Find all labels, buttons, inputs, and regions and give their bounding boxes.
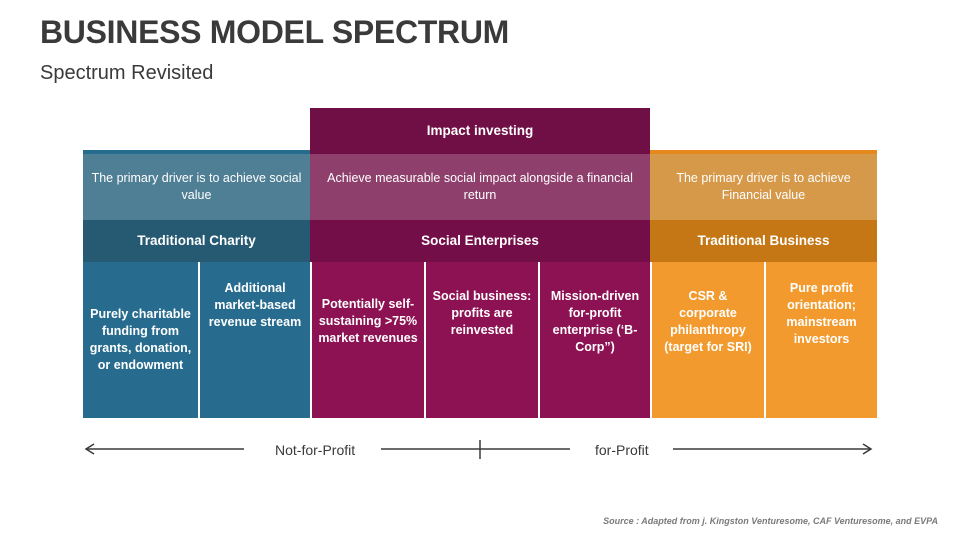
right-arrow-icon [673,443,873,455]
social-enterprise-item-1: Potentially self-sustaining >75% market … [312,262,424,418]
charity-top-border [83,150,310,154]
business-item-1: CSR & corporate philanthropy (target for… [652,262,764,418]
not-for-profit-label: Not-for-Profit [275,442,356,458]
social-enterprise-item-3: Mission-driven for-profit enterprise (‘B… [540,262,650,418]
social-enterprise-driver: Achieve measurable social impact alongsi… [310,154,650,220]
slide-subtitle: Spectrum Revisited [40,62,214,84]
source-note: Source : Adapted from j. Kingston Ventur… [603,516,938,526]
left-arrow-icon [84,443,244,455]
social-enterprise-heading: Social Enterprises [310,220,650,262]
slide-title: BUSINESS MODEL SPECTRUM [40,14,510,50]
charity-item-1: Purely charitable funding from grants, d… [83,262,198,418]
business-item-2: Pure profit orientation; mainstream inve… [766,262,877,418]
social-enterprise-item-2: Social business: profits are reinvested [426,262,538,418]
charity-driver: The primary driver is to achieve social … [83,154,310,220]
charity-item-2: Additional market-based revenue stream [200,262,310,418]
for-profit-label: for-Profit [595,442,649,458]
charity-heading: Traditional Charity [83,220,310,262]
business-top-border [650,150,877,154]
business-driver: The primary driver is to achieve Financi… [650,154,877,220]
spectrum-axis [84,440,873,459]
impact-investing-header: Impact investing [310,108,650,154]
business-heading: Traditional Business [650,220,877,262]
